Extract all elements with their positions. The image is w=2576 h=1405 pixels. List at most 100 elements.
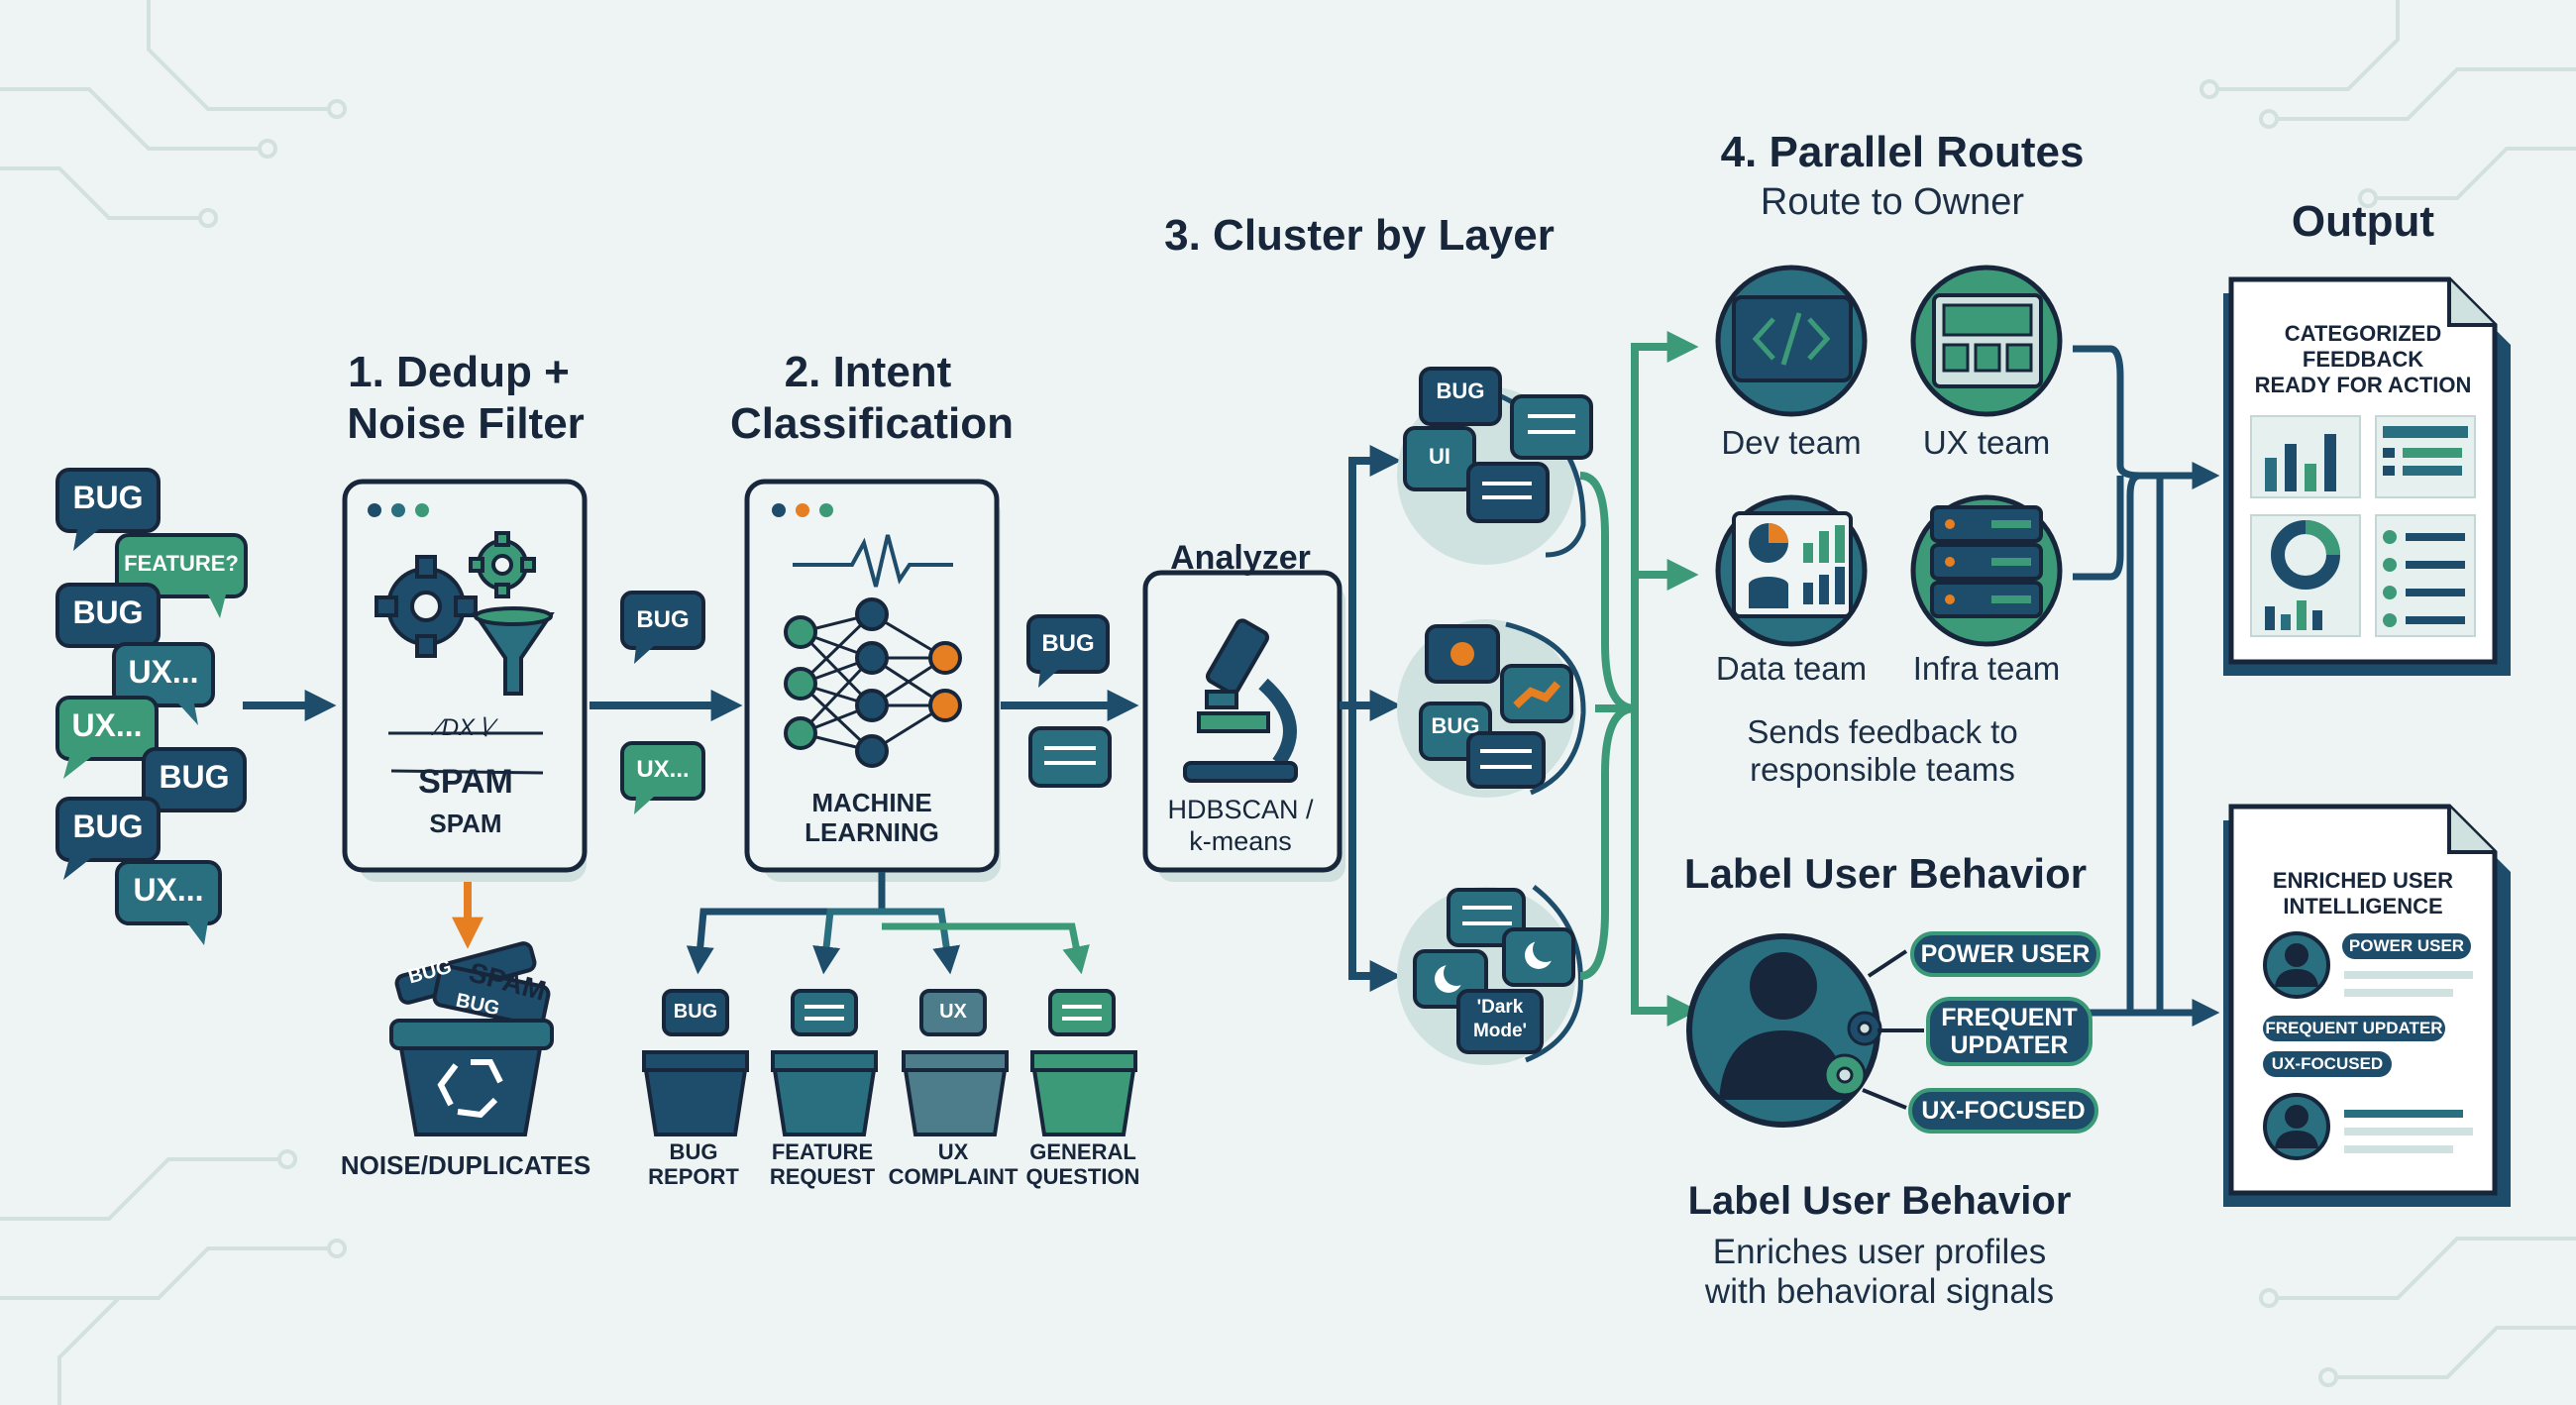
flow-bubble-bug-label: BUG	[636, 606, 690, 633]
output-doc-2	[2223, 804, 2511, 1207]
dedup-title-line-1: 1. Dedup +	[348, 348, 570, 396]
routes-note-line-2: responsible teams	[1750, 751, 2015, 788]
bin-label-general-2: QUESTION	[1025, 1164, 1140, 1189]
input-bubble	[142, 747, 247, 812]
cluster-1	[1397, 367, 1593, 565]
flow-bubble-bug-2	[1026, 614, 1110, 688]
noise-label: NOISE/DUPLICATES	[340, 1150, 591, 1180]
behavior-bottom-title: Label User Behavior	[1687, 1179, 2072, 1223]
team-label-ux: UX team	[1922, 424, 2051, 461]
ml-label-line-1: MACHINE	[811, 788, 932, 817]
bin-label-bug-1: BUG	[669, 1139, 718, 1164]
bin-bug-report	[642, 989, 749, 1136]
input-bubble-label: BUG	[72, 480, 144, 515]
input-bubble-label: FEATURE?	[124, 551, 239, 576]
microscope-icon	[1183, 618, 1298, 783]
ml-card	[744, 479, 1001, 882]
dedup-title-line-2: Noise Filter	[347, 399, 585, 448]
intent-title-line-1: 2. Intent	[784, 348, 952, 396]
doc2-line-1: ENRICHED USER	[2272, 868, 2454, 893]
recycle-icon	[437, 1059, 503, 1119]
behavior-tag-frequent-updater: FREQUENT UPDATER	[1926, 997, 2093, 1066]
analyzer-algo-line-1: HDBSCAN /	[1167, 795, 1314, 824]
doc2-tag-ux-focused: UX-FOCUSED	[2263, 1051, 2392, 1077]
input-bubble	[115, 860, 222, 945]
infra-team-icon	[1910, 494, 2063, 647]
doc1-line-2: FEEDBACK	[2302, 347, 2424, 372]
output-arrows	[2073, 345, 2220, 1027]
bin-tag-bug: BUG	[673, 1001, 718, 1023]
flow-bubble-ux-label: UX...	[636, 756, 690, 783]
input-bubble	[55, 583, 161, 648]
input-bubbles	[55, 468, 248, 945]
input-bubble-label: BUG	[72, 594, 144, 630]
data-team-icon	[1715, 494, 1868, 647]
bin-branch-arrows	[686, 872, 1090, 975]
cluster-2	[1397, 619, 1586, 798]
bin-tag-ux: UX	[939, 1001, 967, 1023]
team-label-dev: Dev team	[1721, 424, 1862, 461]
bin-label-ux-2: COMPLAINT	[888, 1164, 1019, 1189]
analyzer-algo-line-2: k-means	[1189, 826, 1292, 856]
intent-title-line-2: Classification	[729, 399, 1015, 448]
gear-icon	[1823, 1011, 1882, 1097]
input-bubble-label: UX...	[133, 872, 204, 908]
behavior-bottom-sub-1: Enriches user profiles	[1712, 1233, 2047, 1271]
cluster-3-dark-label-2: Mode'	[1472, 1021, 1528, 1041]
behavior-tag-frequent: FREQUENT	[1941, 1004, 2078, 1031]
team-label-infra: Infra team	[1912, 650, 2061, 687]
cluster-1-bug-label: BUG	[1436, 378, 1485, 403]
flow-bubble-note	[1028, 726, 1112, 788]
routes-title: 4. Parallel Routes	[1720, 128, 2085, 176]
ux-team-icon	[1910, 265, 2063, 417]
flow-bubble-bug	[620, 591, 705, 664]
gear-icon	[375, 555, 478, 658]
flow-bubble-bug-2-label: BUG	[1041, 630, 1095, 657]
route-arrows	[1579, 331, 1699, 1027]
input-bubble-label: UX...	[128, 654, 199, 690]
user-avatar-icon	[1686, 933, 1924, 1128]
input-bubble-label: BUG	[72, 809, 144, 844]
behavior-tag-updater: UPDATER	[1950, 1031, 2069, 1059]
bin-feature-request	[771, 989, 878, 1136]
ml-label-line-2: LEARNING	[805, 817, 939, 847]
bin-ux-complaint	[902, 989, 1009, 1136]
doc2-line-2: INTELLIGENCE	[2283, 894, 2443, 919]
doc1-line-3: READY FOR ACTION	[2254, 373, 2472, 397]
routes-note-line-1: Sends feedback to	[1747, 713, 2018, 750]
behavior-tag-ux-focused: UX-FOCUSED	[1908, 1088, 2098, 1134]
input-bubble-label: UX...	[71, 707, 143, 743]
cluster-1-ui-label: UI	[1429, 444, 1450, 469]
spam-big-label: SPAM	[418, 763, 513, 801]
input-bubble	[112, 642, 215, 725]
analyzer-card	[1142, 570, 1345, 882]
input-bubble	[55, 797, 161, 880]
bin-label-general-1: GENERAL	[1029, 1139, 1136, 1164]
cluster-3	[1397, 885, 1583, 1065]
funnel-icon	[472, 606, 555, 696]
cluster-arrows	[1340, 445, 1402, 992]
doc2-tag-power-user: POWER USER	[2342, 933, 2471, 959]
routes-subtitle: Route to Owner	[1760, 181, 2025, 223]
cluster-2-bug-label: BUG	[1431, 713, 1480, 738]
bins-graphics	[642, 989, 1137, 1136]
behavior-bottom-sub-2: with behavioral signals	[1704, 1272, 2055, 1311]
recycle-bin	[389, 941, 554, 1136]
doc2-tag-frequent-updater: FREQUENT UPDATER	[2263, 1016, 2445, 1041]
bin-label-feature-2: REQUEST	[769, 1164, 876, 1189]
spam-label: SPAM	[429, 809, 502, 838]
bin-general-question	[1030, 989, 1137, 1136]
dev-team-icon	[1715, 265, 1868, 417]
cluster-3-dark-label-1: 'Dark	[1476, 997, 1524, 1018]
input-bubble	[115, 533, 248, 618]
output-title: Output	[2291, 197, 2435, 246]
neural-network-icon	[784, 597, 962, 768]
bin-label-feature-1: FEATURE	[771, 1139, 874, 1164]
analyzer-title: Analyzer	[1170, 539, 1311, 577]
input-bubble-label: BUG	[159, 759, 230, 795]
behavior-title: Label User Behavior	[1683, 850, 2088, 897]
bin-label-ux-1: UX	[937, 1139, 969, 1164]
behavior-tag-power-user: POWER USER	[1910, 931, 2100, 977]
